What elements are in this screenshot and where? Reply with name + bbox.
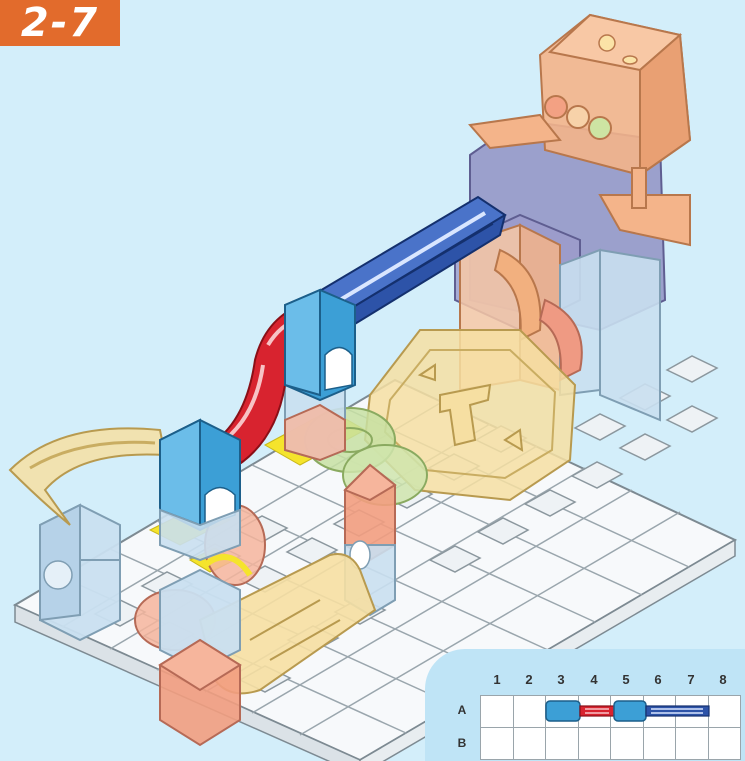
grid-cell (643, 728, 676, 760)
grid-col-label: 3 (545, 672, 577, 687)
grid-col-label: 7 (675, 672, 707, 687)
grid-row (481, 728, 741, 760)
grid-row-label: B (450, 736, 474, 750)
grid-cell (481, 696, 514, 728)
rail-holder-icon (285, 290, 355, 400)
step-badge: 2-7 (0, 0, 120, 46)
grid-cell (513, 728, 546, 760)
faded-left-holder (40, 505, 120, 640)
grid-cell (708, 728, 741, 760)
grid-col-label: 2 (513, 672, 545, 687)
grid-col-label: 1 (481, 672, 513, 687)
grid-col-label: 8 (707, 672, 739, 687)
grid-col-label: 6 (642, 672, 674, 687)
grid-cell (676, 728, 709, 760)
grid-cell (481, 728, 514, 760)
grid-col-label: 4 (578, 672, 610, 687)
placed-rail-indicator (543, 697, 713, 725)
rail-holder-lower (160, 420, 240, 560)
grid-row-label: A (450, 703, 474, 717)
grid-cell (578, 728, 611, 760)
grid-cell (513, 696, 546, 728)
grid-col-label: 5 (610, 672, 642, 687)
grid-cell (611, 728, 644, 760)
grid-cell (546, 728, 579, 760)
